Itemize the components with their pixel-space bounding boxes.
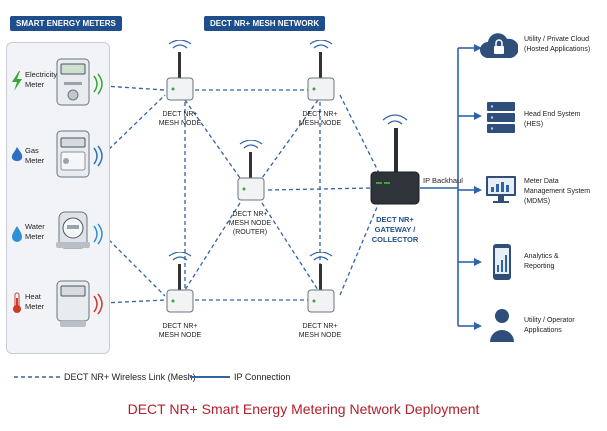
- arrow-1: [474, 44, 482, 52]
- water-meter-device: [56, 206, 90, 259]
- arrow-2: [474, 112, 482, 120]
- link-tr-router: [261, 99, 319, 179]
- smartphone-chart-icon: [493, 244, 511, 280]
- gateway-label: DECT NR+GATEWAY /COLLECTOR: [371, 215, 419, 244]
- mesh-header: DECT NR+ MESH NETWORK: [204, 16, 326, 31]
- cloud-lock-icon: [480, 33, 518, 58]
- server-icon: [487, 102, 515, 133]
- droplet-icon: [12, 226, 22, 242]
- mesh-node-bottom-right: [307, 252, 335, 313]
- lightning-icon: [12, 71, 22, 91]
- mesh-node-label-bottom-left: DECT NR+MESH NODE: [158, 323, 202, 339]
- link-tr-gw: [339, 94, 381, 176]
- heat-meter-device: [56, 280, 90, 333]
- mesh-node-label-router: DECT NR+MESH NODE(ROUTER): [228, 211, 272, 236]
- legend-wireless-label: DECT NR+ Wireless Link (Mesh): [64, 372, 196, 382]
- mesh-node-label-bottom-right: DECT NR+MESH NODE: [298, 323, 342, 339]
- figure-caption: DECT NR+ Smart Energy Metering Network D…: [127, 401, 480, 417]
- gas-signal-icon: [93, 145, 103, 167]
- electricity-meter-device: [56, 58, 90, 111]
- gas-meter-device: [56, 130, 90, 183]
- arrow-4: [474, 258, 482, 266]
- gateway-device: [370, 114, 420, 205]
- mesh-node-label-top-left: DECT NR+MESH NODE: [158, 111, 202, 127]
- monitor-chart-icon: [486, 176, 516, 203]
- link-router-br: [261, 202, 319, 291]
- link-heat-node: [103, 299, 166, 304]
- mesh-node-top-right: [307, 40, 335, 101]
- heat-signal-icon: [93, 293, 103, 315]
- arrow-3: [474, 186, 482, 194]
- mesh-node-label-top-right: DECT NR+MESH NODE: [298, 111, 342, 127]
- legend-wireless-swatch: [14, 376, 60, 378]
- flame-icon: [11, 147, 23, 161]
- link-electricity-node: [103, 85, 166, 91]
- service-cloud-label: Utility / Private Cloud(Hosted Applicati…: [524, 36, 591, 53]
- mesh-node-bottom-left: [166, 252, 194, 313]
- thermometer-icon: [13, 292, 21, 313]
- mesh-node-router: [237, 140, 265, 201]
- arrow-5: [474, 322, 482, 330]
- service-analytics-label: Analytics &Reporting: [524, 253, 559, 270]
- link-gas-node: [103, 94, 166, 155]
- link-router-bl: [184, 202, 241, 291]
- meters-header: SMART ENERGY METERS: [10, 16, 122, 31]
- water-signal-icon: [93, 223, 103, 245]
- user-icon: [490, 309, 514, 342]
- link-water-node: [103, 234, 166, 297]
- link-tl-router: [184, 99, 241, 179]
- mesh-node-top-left: [166, 40, 194, 101]
- ip-backhaul-label: IP Backhaul: [423, 176, 463, 185]
- service-hes-label: Head End System(HES): [524, 111, 581, 128]
- legend-ip-label: IP Connection: [234, 372, 291, 382]
- legend-ip-swatch: [190, 376, 230, 378]
- link-br-gw: [339, 199, 381, 296]
- electricity-signal-icon: [93, 73, 103, 95]
